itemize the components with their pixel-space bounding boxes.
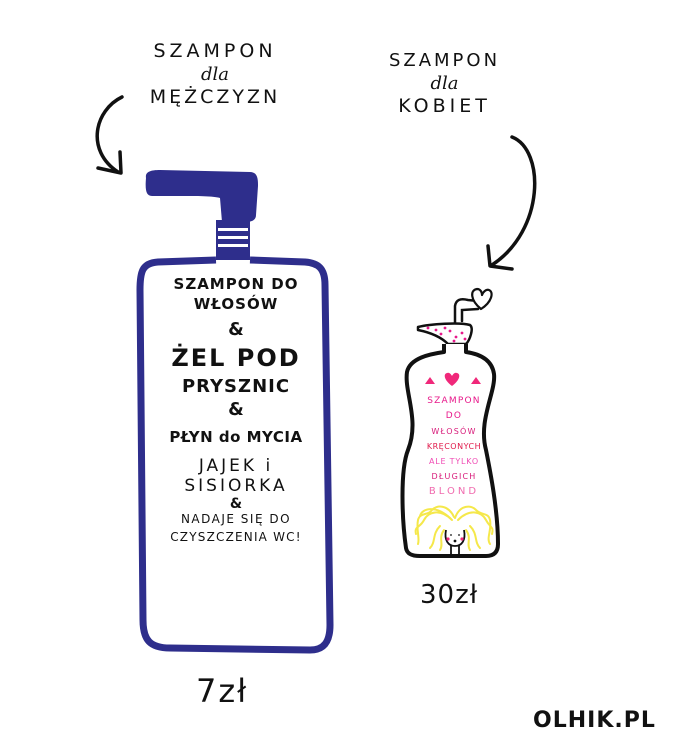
women-bottle-pump <box>416 322 473 346</box>
caption-women-line2: dla <box>430 72 459 94</box>
women-bottle-label: SZAMPON DO WŁOSÓW KRĘCONYCH ALE TYLKO DŁ… <box>414 394 494 499</box>
women-label-line: BLOND <box>428 486 480 497</box>
men-label-line: WŁOSÓW <box>193 295 279 313</box>
men-label-line: & <box>228 319 244 340</box>
caption-women-line1: SZAMPON <box>388 50 501 71</box>
men-label-line: & <box>229 496 243 512</box>
women-label-line: KRĘCONYCH <box>426 442 482 451</box>
caption-women: SZAMPON dla KOBIET <box>372 50 517 119</box>
women-label-line: DŁUGICH <box>431 472 477 481</box>
curved-arrow-down-left-icon <box>486 135 537 271</box>
face-icon <box>444 529 466 556</box>
heart-icon <box>471 287 493 311</box>
men-label-line: SISIORKA <box>184 476 288 496</box>
hearts-decoration <box>425 372 481 386</box>
men-label-line: CZYSZCZENIA WC! <box>170 530 302 544</box>
women-bottle-body <box>400 344 500 558</box>
women-label-line: DO <box>445 411 463 421</box>
caption-men-line3: MĘŻCZYZN <box>149 86 281 109</box>
men-bottle-pump <box>145 170 258 222</box>
caption-men-line2: dla <box>200 63 229 85</box>
men-bottle-label: SZAMPON DO WŁOSÓW & ŻEL POD PRYSZNIC & P… <box>150 275 322 544</box>
blonde-hair <box>414 505 494 551</box>
men-label-line: & <box>228 399 244 420</box>
women-label-line: SZAMPON <box>427 396 481 406</box>
men-bottle-price: 7zł <box>196 672 249 710</box>
heart-icon <box>425 377 435 384</box>
men-label-line: JAJEK i <box>198 456 274 476</box>
women-label-line: WŁOSÓW <box>431 427 477 436</box>
caption-men: SZAMPON dla MĘŻCZYZN <box>135 40 295 110</box>
men-label-line: NADAJE SIĘ DO <box>180 512 292 526</box>
men-label-line: ŻEL POD <box>171 344 301 372</box>
curved-arrow-down-right-icon <box>95 95 124 175</box>
women-bottle-price: 30zł <box>420 580 479 610</box>
men-bottle-body <box>136 256 334 654</box>
caption-women-line3: KOBIET <box>398 95 491 117</box>
men-label-line: PŁYN do MYCIA <box>169 428 303 446</box>
heart-icon <box>471 377 481 384</box>
caption-men-line1: SZAMPON <box>153 40 277 62</box>
women-label-line: ALE TYLKO <box>428 457 480 466</box>
heart-icon <box>444 372 460 386</box>
men-label-line: PRYSZNIC <box>181 376 291 397</box>
men-label-line: SZAMPON DO <box>173 275 299 293</box>
signature: OLHIK.PL <box>533 708 656 733</box>
